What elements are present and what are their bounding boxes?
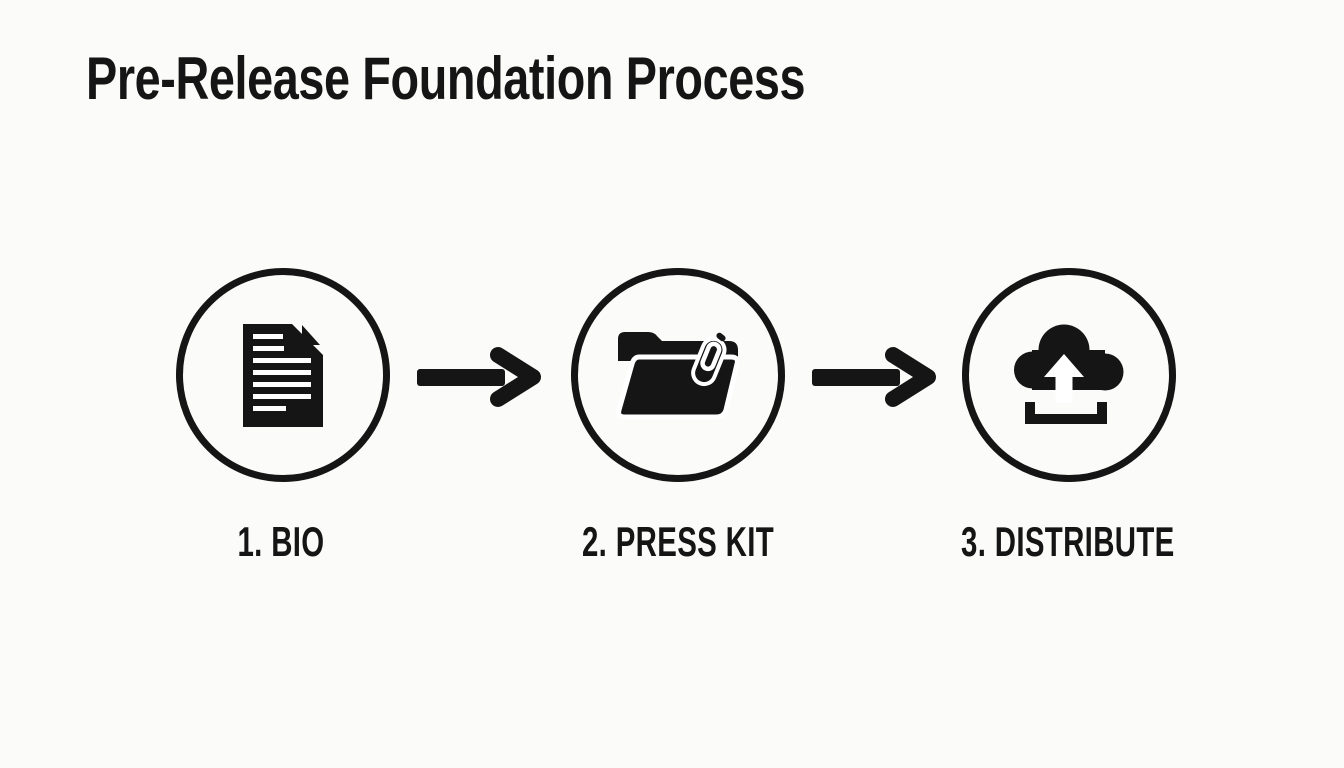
arrow-right-icon [812, 347, 936, 407]
step-circle-press-kit [571, 268, 785, 482]
step-circle-distribute [962, 268, 1176, 482]
diagram-title: Pre-Release Foundation Process [86, 45, 806, 112]
step-label-distribute: 3. DISTRIBUTE [961, 518, 1175, 565]
folder-paperclip-icon [616, 332, 740, 420]
step-label-press-kit: 2. PRESS KIT [581, 518, 775, 565]
arrow-right-icon [417, 347, 541, 407]
document-icon [243, 323, 323, 427]
step-circle-bio [176, 268, 390, 482]
cloud-upload-icon [1014, 324, 1124, 424]
step-label-bio: 1. BIO [237, 518, 325, 565]
